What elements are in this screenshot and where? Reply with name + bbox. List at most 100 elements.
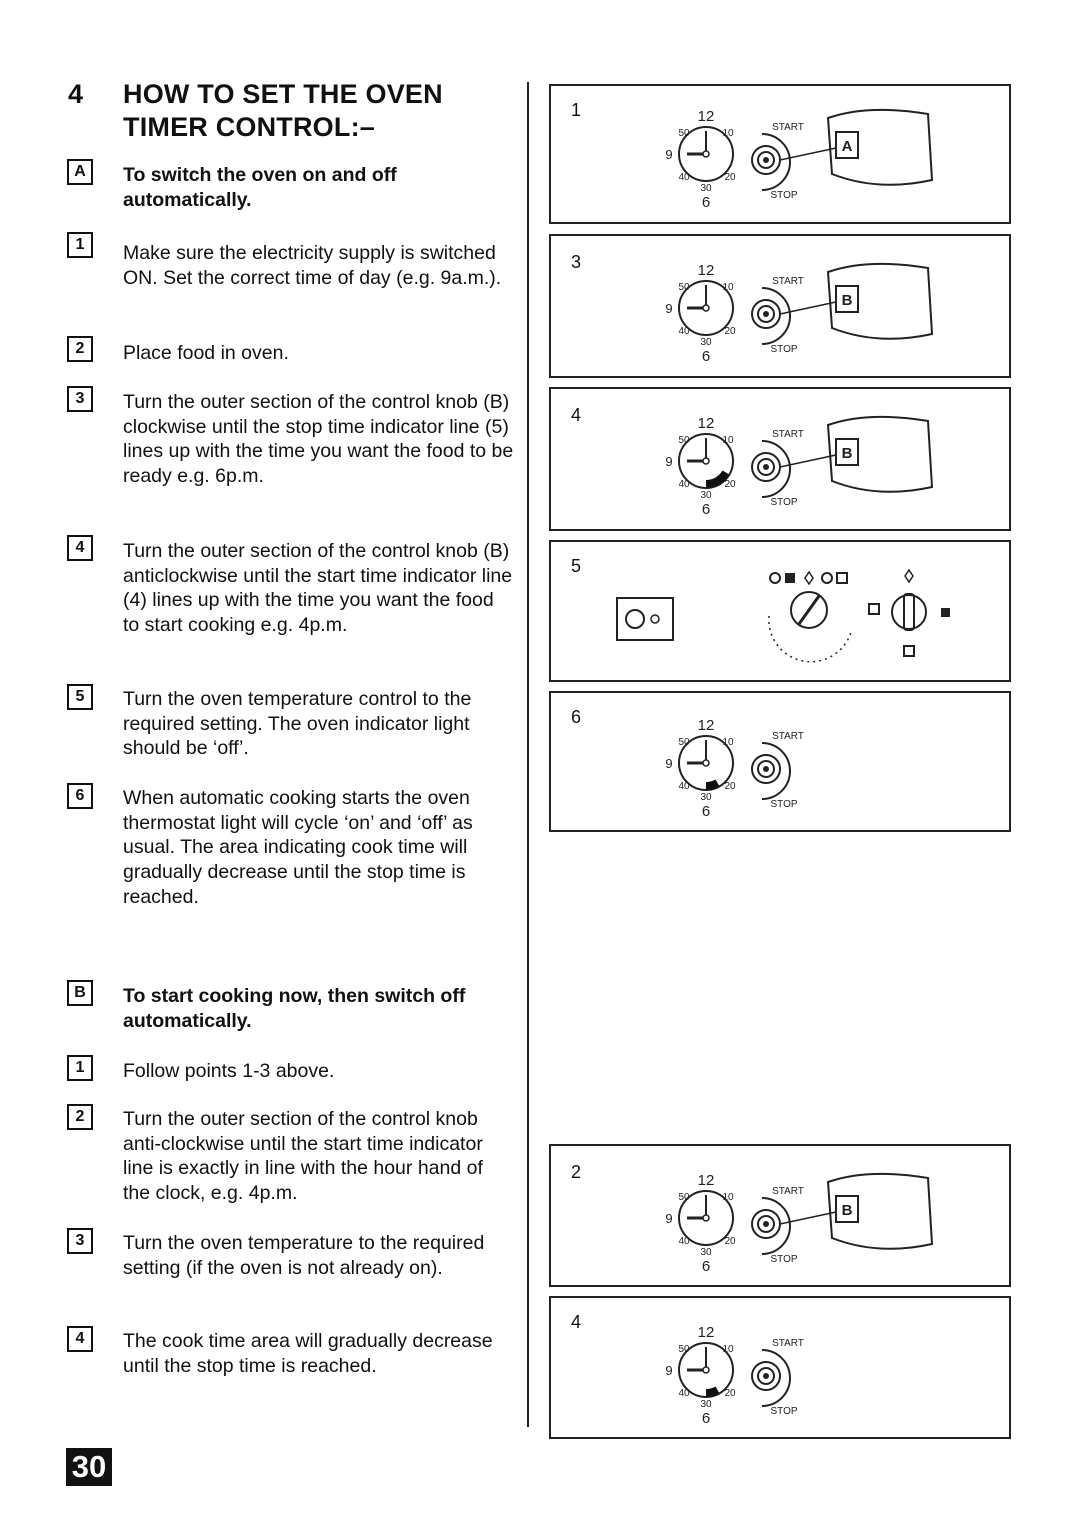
temperature-scale [768,615,852,663]
figure-number: 1 [571,100,582,120]
figure-number: 4 [571,405,582,425]
stop-label: STOP [770,497,797,508]
control-knob-inner [757,1367,775,1385]
clock-label-9: 9 [665,1211,672,1226]
step-text: Turn the outer section of the control kn… [123,1108,483,1205]
clock-label-30: 30 [700,490,712,501]
step-text: The cook time area will gradually decrea… [123,1330,493,1377]
clock-center [702,1366,710,1374]
leader-line [779,147,837,161]
figure-number: 4 [571,1312,582,1332]
clock-label-40: 40 [678,781,690,792]
leader-line [779,454,837,468]
clock-label-30: 30 [700,1247,712,1258]
clock-label-10: 10 [722,1192,734,1203]
section-title: HOW TO SET THE OVEN TIMER CONTROL:– [123,79,443,142]
clock-center [702,759,710,767]
cook-time-area [706,779,720,790]
clock-label-20: 20 [724,326,736,337]
clock-label-12: 12 [698,717,715,734]
clock-label-6: 6 [702,1258,710,1275]
clock-label-50: 50 [678,1192,690,1203]
clock-label-10: 10 [722,282,734,293]
symbol-circle [821,572,833,584]
clock-center [702,150,710,158]
figure-number: 2 [571,1162,582,1182]
stop-label: STOP [770,1254,797,1265]
clock-label-10: 10 [722,435,734,446]
clock-label-6: 6 [702,1410,710,1427]
symbol-flame [804,570,814,586]
clock-label-10: 10 [722,128,734,139]
clock-label-20: 20 [724,1388,736,1399]
start-label: START [772,122,804,133]
press-button [835,438,859,466]
start-label: START [772,429,804,440]
indicator-light-small [650,614,660,624]
step-marker: 1 [67,1055,93,1081]
press-button-letter: B [842,292,853,309]
symbol-square-filled [785,573,795,583]
control-knob [751,754,781,784]
step-text: Follow points 1-3 above. [123,1060,335,1082]
finger-illustration [826,108,934,186]
step-text: Place food in oven. [123,342,289,364]
clock-label-20: 20 [724,781,736,792]
clock-label-9: 9 [665,756,672,771]
control-knob-center [763,311,769,317]
section-b-title: To start cooking now, then switch off au… [123,985,466,1032]
step-marker: 1 [67,232,93,258]
clock-label-12: 12 [698,1324,715,1341]
press-button-letter: A [842,138,853,155]
temperature-knob-indicator [797,595,821,625]
clock-center [702,304,710,312]
section-number: 4 [68,79,84,109]
control-knob-center [763,766,769,772]
control-panel-illustration [616,568,950,663]
clock-label-9: 9 [665,301,672,316]
start-label: START [772,731,804,742]
knob-ring-arc [761,440,791,498]
knob-ring-arc [761,287,791,345]
off-symbol [903,645,915,657]
step-marker: 2 [67,336,93,362]
clock-label-40: 40 [678,172,690,183]
step-text: Turn the outer section of the control kn… [123,391,514,488]
clock-label-6: 6 [702,501,710,518]
oven-symbol [941,608,950,617]
control-knob-inner [757,1215,775,1233]
figure-number: 5 [571,556,582,576]
clock-label-6: 6 [702,194,710,211]
start-label: START [772,1338,804,1349]
step-marker: 3 [67,1228,93,1254]
column-divider [527,82,529,1427]
clock-label-6: 6 [702,803,710,820]
control-knob [751,1361,781,1391]
control-knob-inner [757,305,775,323]
press-button [835,131,859,159]
stop-label: STOP [770,344,797,355]
clock-label-9: 9 [665,1363,672,1378]
step-marker: 6 [67,783,93,809]
clock-label-9: 9 [665,454,672,469]
finger-illustration [826,415,934,493]
clock-label-40: 40 [678,1236,690,1247]
clock-label-50: 50 [678,435,690,446]
clock-label-9: 9 [665,147,672,162]
indicator-light-panel [616,597,674,641]
leader-line [779,301,837,315]
step-marker: 4 [67,535,93,561]
press-button [835,1195,859,1223]
step-marker: 2 [67,1104,93,1130]
step-text: When automatic cooking starts the oven t… [123,787,473,908]
press-button [835,285,859,313]
knob-ring-arc [761,1349,791,1407]
